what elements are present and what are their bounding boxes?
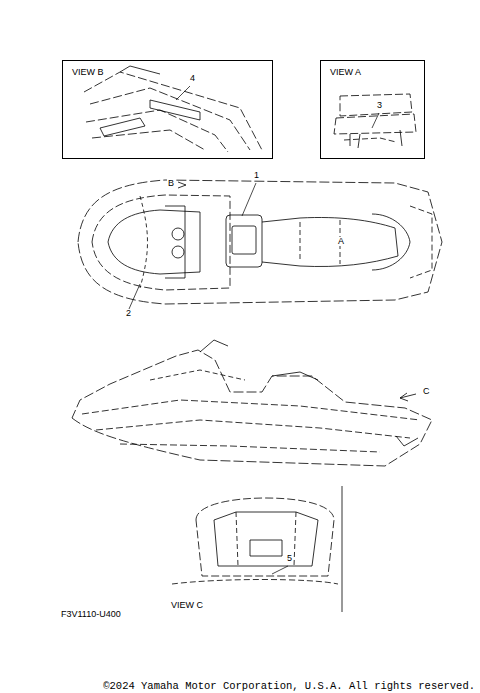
view-letter: B <box>167 179 175 188</box>
view-a-drawing <box>334 94 416 148</box>
view-title: VIEW A <box>329 68 362 77</box>
figure-code: F3V1110-U400 <box>60 610 122 619</box>
view-frame: VIEW A <box>320 60 425 159</box>
view-title: VIEW B <box>71 68 105 77</box>
view-letter: A <box>337 237 345 246</box>
view-letter: C <box>422 387 431 396</box>
callout-number: 3 <box>376 101 383 110</box>
callout-number: 2 <box>125 309 132 318</box>
side-view-hull <box>72 340 432 466</box>
view-b-drawing <box>84 66 262 152</box>
callout-number: 5 <box>286 554 293 563</box>
callout-number: 4 <box>189 74 196 83</box>
callout-number: 1 <box>253 171 260 180</box>
leader-lines <box>129 86 379 574</box>
top-view-hull <box>78 180 442 304</box>
view-frame: VIEW B <box>62 60 273 159</box>
view-c-drawing <box>172 486 342 612</box>
view-title: VIEW C <box>170 601 204 610</box>
copyright: ©2024 Yamaha Motor Corporation, U.S.A. A… <box>102 681 476 692</box>
